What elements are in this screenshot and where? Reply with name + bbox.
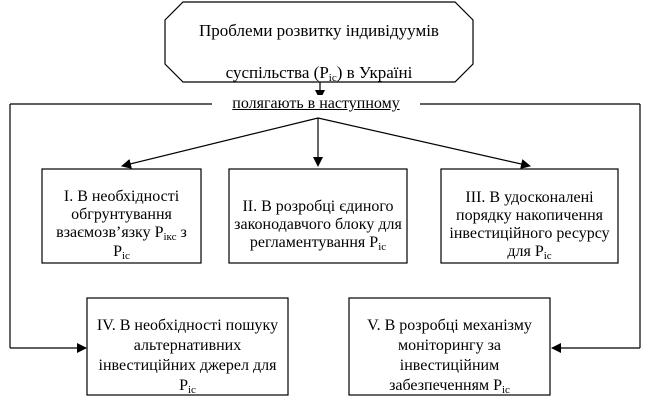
box-5: V. В розробці механізму моніторингу за і… <box>354 300 545 396</box>
title-octagon <box>164 1 474 83</box>
box-5-frame <box>348 297 551 396</box>
title-line2-sub: іс <box>328 71 337 84</box>
box-3-text: III. В удосконалені порядку накопичення … <box>449 188 610 260</box>
title-line1: Проблеми розвитку індивідуумів <box>199 20 439 40</box>
box-1-frame <box>41 168 202 264</box>
box-4: IV. В необхідності пошуку альтернативних… <box>92 300 283 396</box>
box-2-frame <box>228 168 408 264</box>
box-1-sub2: іс <box>121 250 130 262</box>
title-line2-suffix: ) в Україні <box>336 62 413 82</box>
title-text: Проблеми розвитку індивідуумів суспільст… <box>170 6 468 84</box>
connector-label: полягають в наступному <box>212 95 420 113</box>
label-to-box1-arrow <box>121 117 319 169</box>
box-2-text: II. В розробці єдиного законодавчого бло… <box>234 197 402 251</box>
box-4-sub: іс <box>187 384 196 396</box>
box-1-text: I. В необхідності обгрунтування взаємозв… <box>56 188 180 241</box>
box-3: III. В удосконалені порядку накопичення … <box>445 171 614 262</box>
box-1: I. В необхідності обгрунтування взаємозв… <box>46 171 197 262</box>
box-3-sub: іс <box>543 249 552 262</box>
box-1-sub: ікс <box>163 231 177 243</box>
box-4-text: IV. В необхідності пошуку альтернативних… <box>96 317 279 394</box>
title-line2-prefix: суспільства (P <box>225 62 329 82</box>
label-to-box3-arrow <box>317 117 531 169</box>
box-2-sub: іс <box>378 240 387 253</box>
box-3-frame <box>440 168 619 264</box>
box-1-middle: з P <box>113 224 187 260</box>
box-5-sub: іс <box>501 384 510 396</box>
box-2: II. В розробці єдиного законодавчого бло… <box>234 171 402 261</box>
box-5-text: V. В розробці механізму моніторингу за і… <box>367 317 532 394</box>
box-4-frame <box>86 297 289 396</box>
